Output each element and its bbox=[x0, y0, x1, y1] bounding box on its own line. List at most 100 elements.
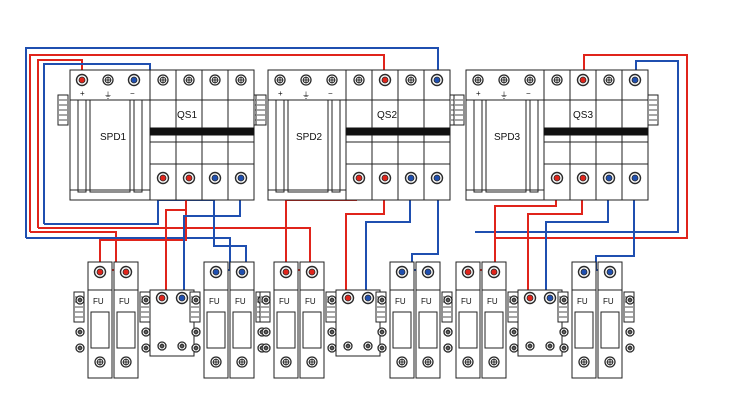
spd3-plus-symbol: + bbox=[476, 89, 481, 98]
spd1-top-terminal-2-dot bbox=[130, 76, 138, 84]
spd2-cartridge bbox=[287, 99, 329, 193]
spd2-ground-symbol: ⏚ bbox=[302, 91, 310, 100]
qs1-label: QS1 bbox=[177, 110, 197, 121]
fuse-group-1-block-screw-1 bbox=[177, 341, 187, 351]
fuse-group-1-bottom-screw-1 bbox=[120, 356, 132, 368]
fuse-group-6-bottom-screw-1 bbox=[604, 356, 616, 368]
fuse-group-3-block-screw-0 bbox=[343, 341, 353, 351]
fuse-group-3-side-screw-top-0 bbox=[261, 295, 271, 305]
fuse-group-2-fuse-window-1 bbox=[232, 311, 252, 349]
fuse-group-1-side-screw-top-0 bbox=[75, 295, 85, 305]
qs2-bottom-terminal-1-dot bbox=[381, 174, 389, 182]
qs1-top-screw-1 bbox=[183, 74, 195, 86]
qs2-bottom-terminal-0-dot bbox=[355, 174, 363, 182]
fuse-group-3-top-terminal-0-dot bbox=[282, 268, 290, 276]
spd3-slot-right bbox=[529, 99, 539, 193]
fuse-group-2-bottom-screw-1 bbox=[236, 356, 248, 368]
spd2-top-screw-1 bbox=[300, 74, 312, 86]
qs1-bottom-terminal-2-dot bbox=[211, 174, 219, 182]
fuse-group-2-side-screw-bot-0 bbox=[191, 343, 201, 353]
fuse-group-4-fu-label-0: FU bbox=[395, 297, 406, 306]
fuse-group-5-bottom-screw-0 bbox=[462, 356, 474, 368]
fuse-group-6-top-terminal-0-dot bbox=[580, 268, 588, 276]
qs3-bottom-terminal-1-dot bbox=[579, 174, 587, 182]
fuse-group-1-side-screw-bot-0 bbox=[75, 343, 85, 353]
spd1-minus-symbol: − bbox=[130, 89, 135, 98]
fuse-group-1-bottom-screw-0 bbox=[94, 356, 106, 368]
wire-loop-blue-3 bbox=[475, 60, 679, 233]
fuse-group-2-fu-label-0: FU bbox=[209, 297, 220, 306]
labels: SPD1 SPD2 SPD3 QS1 QS2 QS3 + ⏚ − + ⏚ − +… bbox=[80, 89, 593, 143]
fuse-group-3-fuse-window-0 bbox=[276, 311, 296, 349]
spd1-top-terminal-0-dot bbox=[78, 76, 86, 84]
fuse-group-5-side-screw-mid-0 bbox=[443, 327, 453, 337]
fuse-group-4-bottom-screw-1 bbox=[422, 356, 434, 368]
fuse-group-3-block-terminal-neg-dot bbox=[364, 294, 372, 302]
qs1-bottom-terminal-1-dot bbox=[185, 174, 193, 182]
spd3-label: SPD3 bbox=[494, 132, 521, 143]
spd1-left-clip bbox=[57, 94, 69, 126]
spd3-ground-symbol: ⏚ bbox=[500, 91, 508, 100]
fuse-group-5-fuse-window-1 bbox=[484, 311, 504, 349]
fuse-group-1-block-screw-0 bbox=[157, 341, 167, 351]
spd3-top-screw-2 bbox=[524, 74, 536, 86]
qs3-bottom-terminal-3-dot bbox=[631, 174, 639, 182]
fuse-group-5-side-screw-mid-1 bbox=[509, 327, 519, 337]
fuse-group-3-bottom-screw-0 bbox=[280, 356, 292, 368]
fuse-group-3-side-screw-top-1 bbox=[327, 295, 337, 305]
fuse-group-3-block-terminal-pos-dot bbox=[344, 294, 352, 302]
qs1-bottom-terminal-3-dot bbox=[237, 174, 245, 182]
fuse-group-3-fu-label-0: FU bbox=[279, 297, 290, 306]
fuse-group-1-top-terminal-0-dot bbox=[96, 268, 104, 276]
wire-loop-red-1 bbox=[29, 54, 385, 232]
fuse-group-1-fu-label-0: FU bbox=[93, 297, 104, 306]
spd1-ground-symbol: ⏚ bbox=[104, 91, 112, 100]
fuse-group-5-side-screw-top-1 bbox=[509, 295, 519, 305]
fuse-group-3-fu-label-1: FU bbox=[305, 297, 316, 306]
fuse-group-4-side-screw-top-0 bbox=[377, 295, 387, 305]
fuse-group-2-top-terminal-0-dot bbox=[212, 268, 220, 276]
qs2-bottom-terminal-3-dot bbox=[433, 174, 441, 182]
fuse-group-3-top-terminal-1-dot bbox=[308, 268, 316, 276]
fuse-group-3-fuse-window-1 bbox=[302, 311, 322, 349]
spd3-left-clip bbox=[453, 94, 465, 126]
fuse-group-1-side-screw-top-1 bbox=[141, 295, 151, 305]
fuse-group-4-fu-label-1: FU bbox=[421, 297, 432, 306]
spd3-minus-symbol: − bbox=[526, 89, 531, 98]
fuse-group-5-top-terminal-0-dot bbox=[464, 268, 472, 276]
qs3-top-screw-0 bbox=[551, 74, 563, 86]
qs3-label: QS3 bbox=[573, 110, 593, 121]
fuse-group-1-side-screw-mid-1 bbox=[141, 327, 151, 337]
qs2-label: QS2 bbox=[377, 110, 397, 121]
qs2-top-screw-2 bbox=[405, 74, 417, 86]
fuse-group-5-block-screw-0 bbox=[525, 341, 535, 351]
spd2-label: SPD2 bbox=[296, 132, 323, 143]
fuse-group-6-fu-label-1: FU bbox=[603, 297, 614, 306]
qs2-handle-bar bbox=[345, 127, 451, 136]
fuse-group-1-side-screw-mid-0 bbox=[75, 327, 85, 337]
fuse-group-6-fu-label-0: FU bbox=[577, 297, 588, 306]
fuse-group-2-side-screw-top-0 bbox=[191, 295, 201, 305]
wire-feed-red-a bbox=[30, 231, 117, 270]
qs1-top-screw-0 bbox=[157, 74, 169, 86]
spd2-slot-right bbox=[331, 99, 341, 193]
fuse-group-5-block-terminal-neg-dot bbox=[546, 294, 554, 302]
qs2-bottom-terminal-2-dot bbox=[407, 174, 415, 182]
fuse-group-6-bottom-screw-0 bbox=[578, 356, 590, 368]
fuse-group-2-fu-label-1: FU bbox=[235, 297, 246, 306]
qs3-bottom-terminal-0-dot bbox=[553, 174, 561, 182]
qs3-bottom-terminal-2-dot bbox=[605, 174, 613, 182]
spd2-plus-symbol: + bbox=[278, 89, 283, 98]
fuse-group-2-side-screw-mid-0 bbox=[191, 327, 201, 337]
spd2-minus-symbol: − bbox=[328, 89, 333, 98]
qs1-bottom-terminal-0-dot bbox=[159, 174, 167, 182]
qs1-handle-bar bbox=[149, 127, 255, 136]
spd1-plus-symbol: + bbox=[80, 89, 85, 98]
wire-loop-blue-1 bbox=[25, 47, 439, 238]
fuse-group-1-fuse-window-0 bbox=[90, 311, 110, 349]
fuse-group-4-top-terminal-1-dot bbox=[424, 268, 432, 276]
qs1-top-screw-2 bbox=[209, 74, 221, 86]
fuse-group-6-fuse-window-1 bbox=[600, 311, 620, 349]
qs3-top-screw-2 bbox=[603, 74, 615, 86]
